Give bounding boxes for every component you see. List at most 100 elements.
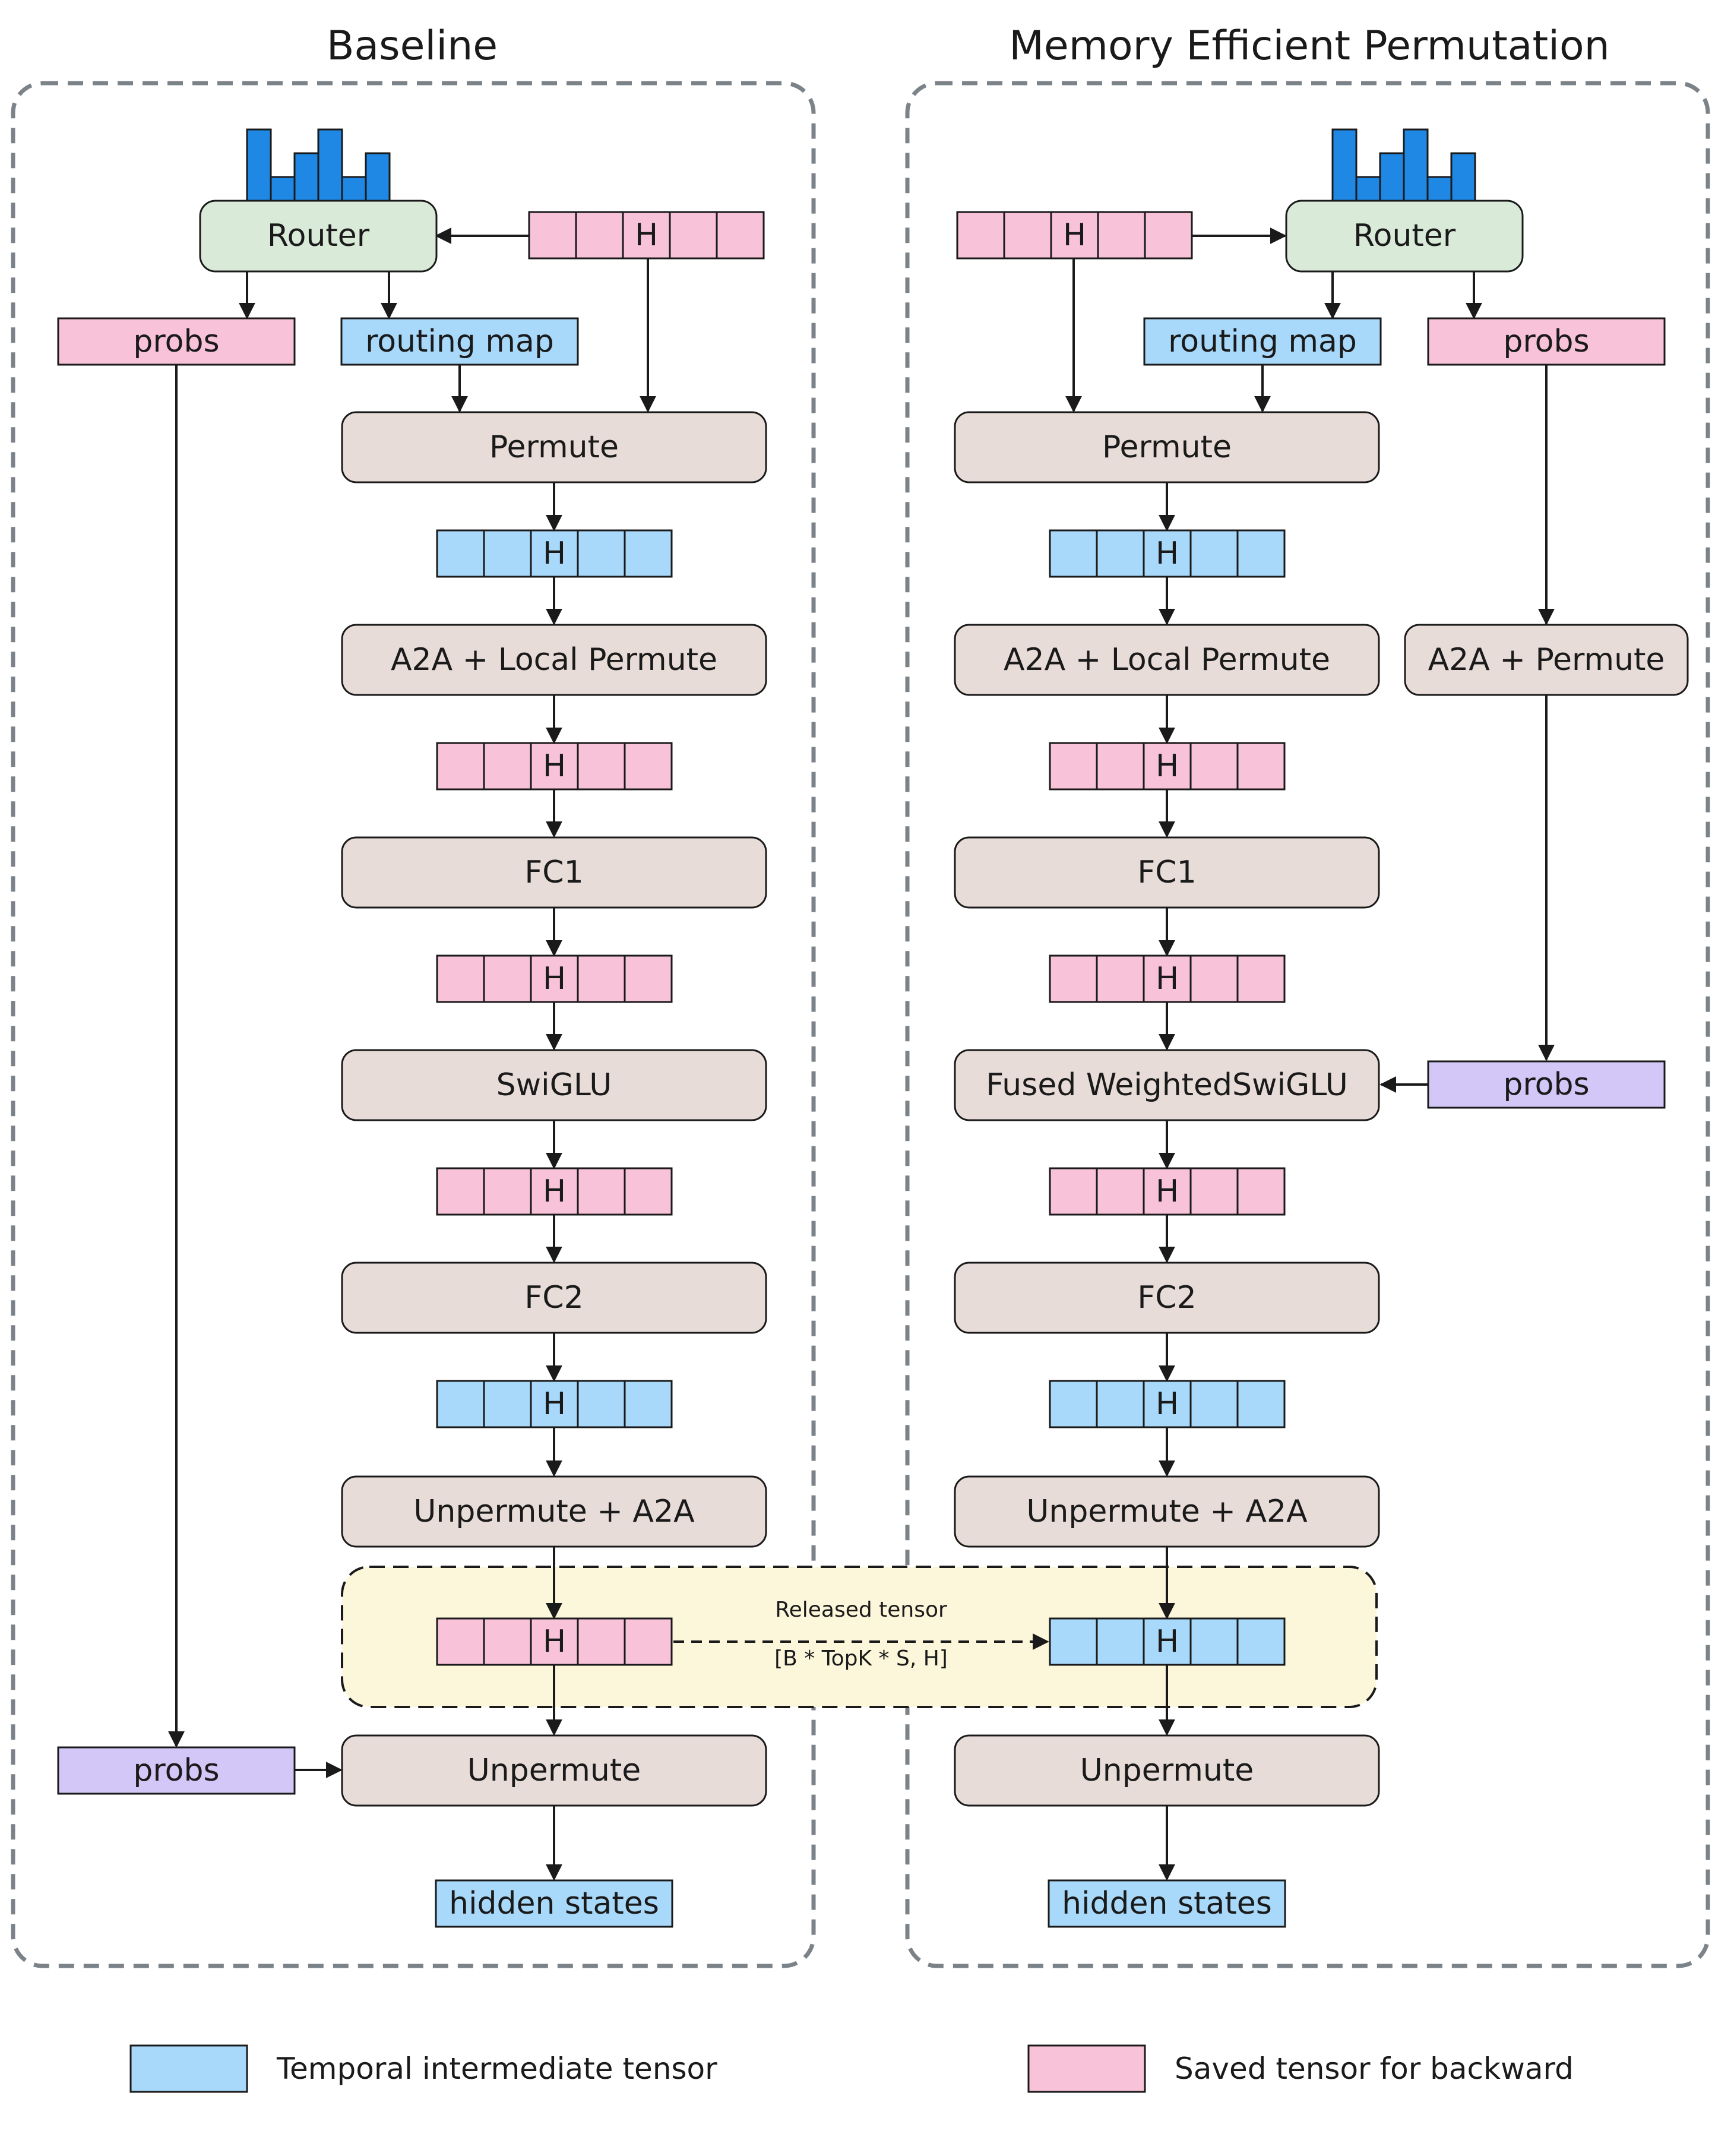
probs-label: probs (1503, 1067, 1589, 1102)
tensor-cell (1143, 1380, 1192, 1428)
tensor-cell (483, 742, 532, 791)
released-tensor-shape: [B * TopK * S, H] (774, 1646, 948, 1671)
router-node-left: Router (199, 200, 438, 273)
tensor-cell (483, 1617, 532, 1666)
probs-label: probs (133, 324, 219, 359)
tensor-cell (1096, 742, 1145, 791)
op-label: Permute (489, 429, 619, 465)
tensor-cell (1096, 1380, 1145, 1428)
fc2-output-tensor-right: H (1049, 1380, 1286, 1428)
tensor-cell (530, 954, 579, 1003)
tensor-hidden-dim-label: H (543, 961, 566, 997)
tensor-cell (1236, 742, 1286, 791)
tensor-hidden-dim-label: H (543, 1624, 566, 1659)
tensor-cell (436, 954, 485, 1003)
released-tensor-region (341, 1566, 1378, 1708)
tensor-cell (530, 1380, 579, 1428)
permuted-tensor-right: H (1049, 529, 1286, 578)
tensor-cell (436, 1380, 485, 1428)
op-unpermute-left: Unpermute (341, 1734, 767, 1807)
tensor-cell (530, 529, 579, 578)
tensor-cell (624, 1380, 673, 1428)
tensor-hidden-dim-label: H (1156, 1624, 1179, 1659)
tensor-cell (483, 1167, 532, 1216)
tensor-cell (1049, 1617, 1098, 1666)
tensor-cell (577, 954, 626, 1003)
tensor-cell (577, 529, 626, 578)
op-label: A2A + Permute (1428, 642, 1665, 678)
op-unpermute-a2a-right: Unpermute + A2A (954, 1475, 1380, 1548)
op-label: A2A + Local Permute (391, 642, 717, 678)
probs-weight-right: probs (1427, 1060, 1666, 1109)
router-histogram-right (1331, 128, 1476, 202)
tensor-hidden-dim-label: H (1156, 536, 1179, 571)
legend-temporal-label: Temporal intermediate tensor (276, 2051, 717, 2086)
router-label: Router (1353, 218, 1456, 254)
output-label: hidden states (1062, 1886, 1272, 1921)
tensor-cell (1189, 1167, 1239, 1216)
op-a2a-permute-right: A2A + Permute (1404, 624, 1689, 696)
router-node-right: Router (1285, 200, 1524, 273)
tensor-cell (622, 211, 671, 260)
tensor-cell (669, 211, 718, 260)
tensor-cell (716, 211, 765, 260)
input-tensor-right: H (956, 211, 1193, 260)
tensor-cell (436, 1167, 485, 1216)
op-permute-left: Permute (341, 411, 767, 483)
hidden-states-left: hidden states (435, 1879, 673, 1928)
legend: Temporal intermediate tensor Saved tenso… (129, 2044, 1574, 2093)
op-label: FC1 (1137, 855, 1196, 890)
tensor-hidden-dim-label: H (1156, 1386, 1179, 1422)
tensor-hidden-dim-label: H (1156, 748, 1179, 784)
released-tensor-title: Released tensor (775, 1598, 947, 1622)
edges (168, 227, 1555, 1881)
tensor-cell (624, 954, 673, 1003)
unpermute-a2a-output-tensor-left: H (436, 1617, 673, 1666)
tensor-cell (436, 742, 485, 791)
op-label: SwiGLU (496, 1067, 612, 1103)
tensor-cell (1189, 954, 1239, 1003)
tensor-cell (1189, 1380, 1239, 1428)
tensor-cell (1097, 211, 1146, 260)
fc1-output-tensor-right: H (1049, 954, 1286, 1003)
efficient-panel (905, 81, 1710, 1968)
tensor-cell (483, 1380, 532, 1428)
tensor-cell (1144, 211, 1193, 260)
tensor-cell (1143, 1167, 1192, 1216)
tensor-cell (624, 529, 673, 578)
a2a-output-tensor-left: H (436, 742, 673, 791)
tensor-cell (1049, 1167, 1098, 1216)
probs-tensor-right: probs (1427, 317, 1666, 366)
probs-tensor-left: probs (57, 317, 296, 366)
fc2-output-tensor-left: H (436, 1380, 673, 1428)
tensor-cell (1003, 211, 1052, 260)
tensor-cell (436, 529, 485, 578)
tensor-cell (1096, 954, 1145, 1003)
routing-map-label: routing map (365, 324, 554, 359)
tensor-cell (577, 1617, 626, 1666)
tensor-cell (575, 211, 624, 260)
tensor-cell (1049, 954, 1098, 1003)
tensor-cell (483, 954, 532, 1003)
tensor-cell (483, 529, 532, 578)
op-fc2-right: FC2 (954, 1262, 1380, 1334)
op-label: FC2 (1137, 1280, 1196, 1316)
tensor-cell (1236, 954, 1286, 1003)
tensor-cell (624, 742, 673, 791)
tensor-cell (1236, 529, 1286, 578)
tensor-cell (1096, 1167, 1145, 1216)
baseline-panel (11, 81, 816, 1968)
tensor-cell (1189, 1617, 1239, 1666)
tensor-cell (1143, 954, 1192, 1003)
tensor-cell (624, 1167, 673, 1216)
unpermute-a2a-output-tensor-right: H (1049, 1617, 1286, 1666)
probs-label: probs (1503, 324, 1589, 359)
tensor-cell (956, 211, 1005, 260)
tensor-hidden-dim-label: H (543, 1386, 566, 1422)
tensor-cell (624, 1617, 673, 1666)
op-fused-weighted-swiglu-right: Fused WeightedSwiGLU (954, 1049, 1380, 1121)
tensor-cell (1143, 529, 1192, 578)
legend-swatch-saved (1027, 2044, 1146, 2093)
tensor-hidden-dim-label: H (1156, 1174, 1179, 1209)
router-label: Router (267, 218, 370, 254)
